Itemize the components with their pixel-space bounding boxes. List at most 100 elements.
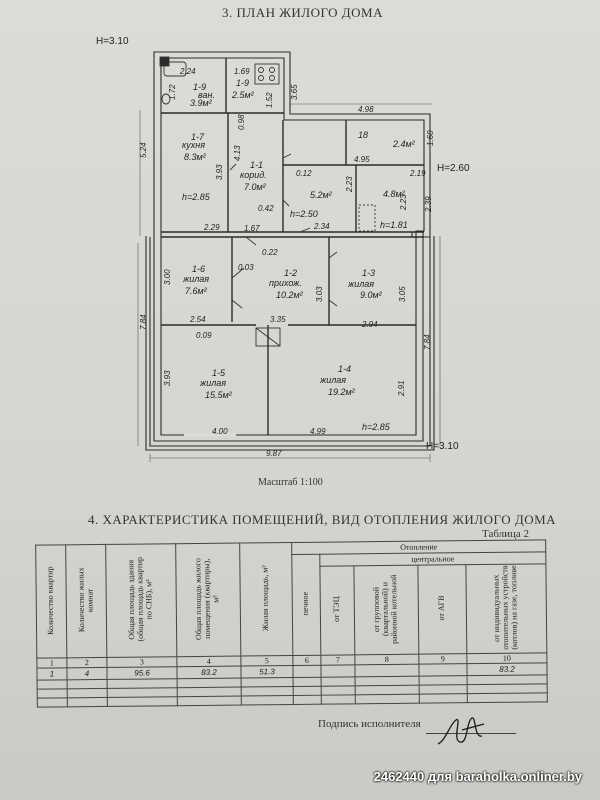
svg-text:3.05: 3.05 <box>398 286 407 302</box>
svg-text:0.42: 0.42 <box>258 204 274 213</box>
svg-text:3.35: 3.35 <box>270 315 286 324</box>
svg-text:2.91: 2.91 <box>397 380 406 397</box>
room-area: 9.0м² <box>360 290 383 300</box>
room-name: ван. <box>198 90 215 100</box>
chimney-icon <box>159 56 170 67</box>
stove-icon <box>255 327 281 347</box>
svg-text:1.69: 1.69 <box>234 67 250 76</box>
room-code: 1-4 <box>338 364 351 374</box>
plan-title: 3. ПЛАН ЖИЛОГО ДОМА <box>222 5 384 20</box>
svg-text:4.13: 4.13 <box>233 145 242 161</box>
svg-text:2.19: 2.19 <box>409 169 426 178</box>
scale-label: Масштаб 1:100 <box>258 477 323 488</box>
svg-text:2.29: 2.29 <box>203 223 220 232</box>
room-name: кухня <box>182 140 205 150</box>
svg-text:2.39: 2.39 <box>424 196 433 213</box>
svg-text:0.03: 0.03 <box>238 263 254 272</box>
toilet-icon <box>161 93 171 105</box>
room-code: 1-6 <box>192 264 205 274</box>
stove-icon <box>254 63 280 85</box>
height-label-right-top: H=2.60 <box>437 163 470 174</box>
outer-walls <box>145 51 435 451</box>
room-code: 18 <box>358 130 368 140</box>
room-height: h=2.50 <box>290 209 318 219</box>
characteristics-table: Количество квартир Количество жилых комн… <box>35 539 548 708</box>
room-name: прихож. <box>269 278 302 288</box>
height-label-left: H=3.10 <box>96 36 129 47</box>
characteristics-title: 4. ХАРАКТЕРИСТИКА ПОМЕЩЕНИЙ, ВИД ОТОПЛЕН… <box>88 512 557 527</box>
height-label-right-bottom: H=3.10 <box>426 441 459 452</box>
watermark: 2462440 для baraholka.onliner.by <box>373 769 582 784</box>
dimension-lines <box>137 103 441 462</box>
room-height: h=2.85 <box>182 192 211 202</box>
svg-text:2.23: 2.23 <box>345 176 354 193</box>
room-area: 19.2м² <box>328 387 356 397</box>
table-number: Таблица 2 <box>482 528 530 540</box>
svg-text:7.84: 7.84 <box>139 314 148 330</box>
svg-text:1.67: 1.67 <box>244 224 260 233</box>
room-area: 7.0м² <box>244 182 267 192</box>
header-cell: от групповой (квартальной) и районной ко… <box>353 565 419 655</box>
svg-text:3.93: 3.93 <box>215 164 224 180</box>
svg-text:4.00: 4.00 <box>212 427 228 436</box>
svg-text:3.65: 3.65 <box>290 84 299 100</box>
header-cell: Общая площадь здания (общая площадь квар… <box>105 543 177 658</box>
header-cell: Общая площадь жилого помещения (квартиры… <box>175 543 241 657</box>
svg-text:0.22: 0.22 <box>262 248 278 257</box>
svg-text:1.52: 1.52 <box>265 92 274 108</box>
svg-text:1.72: 1.72 <box>168 84 177 100</box>
room-area: 2.5м² <box>231 90 255 100</box>
stairs-icon <box>358 204 376 232</box>
room-name: корид. <box>240 170 267 180</box>
header-cell: от индивидуальных отопительных устройств… <box>465 563 547 654</box>
room-code: 1-9 <box>193 82 206 92</box>
dimension-labels: 2.24 1.69 1.72 1.52 3.65 4.98 1.60 5.24 … <box>139 67 435 458</box>
svg-text:0.98: 0.98 <box>237 114 246 130</box>
svg-text:9.87: 9.87 <box>266 449 282 458</box>
room-area: 15.5м² <box>205 390 233 400</box>
header-cell: Жилая площадь, м² <box>239 542 293 657</box>
svg-text:4.98: 4.98 <box>358 105 374 114</box>
room-code: 1-9 <box>236 78 249 88</box>
svg-text:2.34: 2.34 <box>313 222 330 231</box>
svg-text:5.24: 5.24 <box>139 142 148 158</box>
svg-text:2.23: 2.23 <box>399 194 408 211</box>
room-area: 3.9м² <box>190 98 213 108</box>
svg-text:2.24: 2.24 <box>179 67 196 76</box>
svg-text:0.09: 0.09 <box>196 331 212 340</box>
svg-text:0.12: 0.12 <box>296 169 312 178</box>
fixtures <box>159 56 376 347</box>
svg-text:4.99: 4.99 <box>310 427 326 436</box>
room-area: 4.8м² <box>383 189 406 199</box>
room-height: h=2.85 <box>362 422 391 432</box>
signature-label: Подпись исполнителя <box>318 718 421 730</box>
header-cell: Количество жилых комнат <box>65 544 107 658</box>
room-labels: 1-9 ван. 3.9м² 1-9 2.5м² 1-7 кухня 8.3м²… <box>182 78 416 432</box>
house-floor-plan: H=3.10 H=2.60 H=3.10 1-9 ван. 3.9м² 1-9 … <box>96 36 470 462</box>
svg-text:1.60: 1.60 <box>426 130 435 146</box>
svg-text:3.00: 3.00 <box>163 269 172 285</box>
room-area: 2.4м² <box>392 139 416 149</box>
room-name: жилая <box>319 375 346 385</box>
room-height: h=1.81 <box>380 220 408 230</box>
room-area: 8.3м² <box>184 152 207 162</box>
room-name: жилая <box>182 274 209 284</box>
svg-text:4.95: 4.95 <box>354 155 370 164</box>
svg-text:2.94: 2.94 <box>361 320 378 329</box>
svg-text:3.93: 3.93 <box>163 370 172 386</box>
svg-text:2.54: 2.54 <box>189 315 206 324</box>
room-code: 1-7 <box>191 132 205 142</box>
signature-scribble <box>437 717 485 745</box>
svg-text:3.03: 3.03 <box>315 286 324 302</box>
header-cell: от ТЭЦ <box>319 565 355 656</box>
signature-line <box>426 733 516 734</box>
room-area: 5.2м² <box>310 190 333 200</box>
room-area: 10.2м² <box>276 290 304 300</box>
room-name: жилая <box>199 378 226 388</box>
room-code: 1-2 <box>284 268 297 278</box>
room-code: 1-3 <box>362 268 375 278</box>
room-code: 1-1 <box>250 160 263 170</box>
room-code: 1-5 <box>212 368 226 378</box>
interior-walls <box>161 58 424 437</box>
